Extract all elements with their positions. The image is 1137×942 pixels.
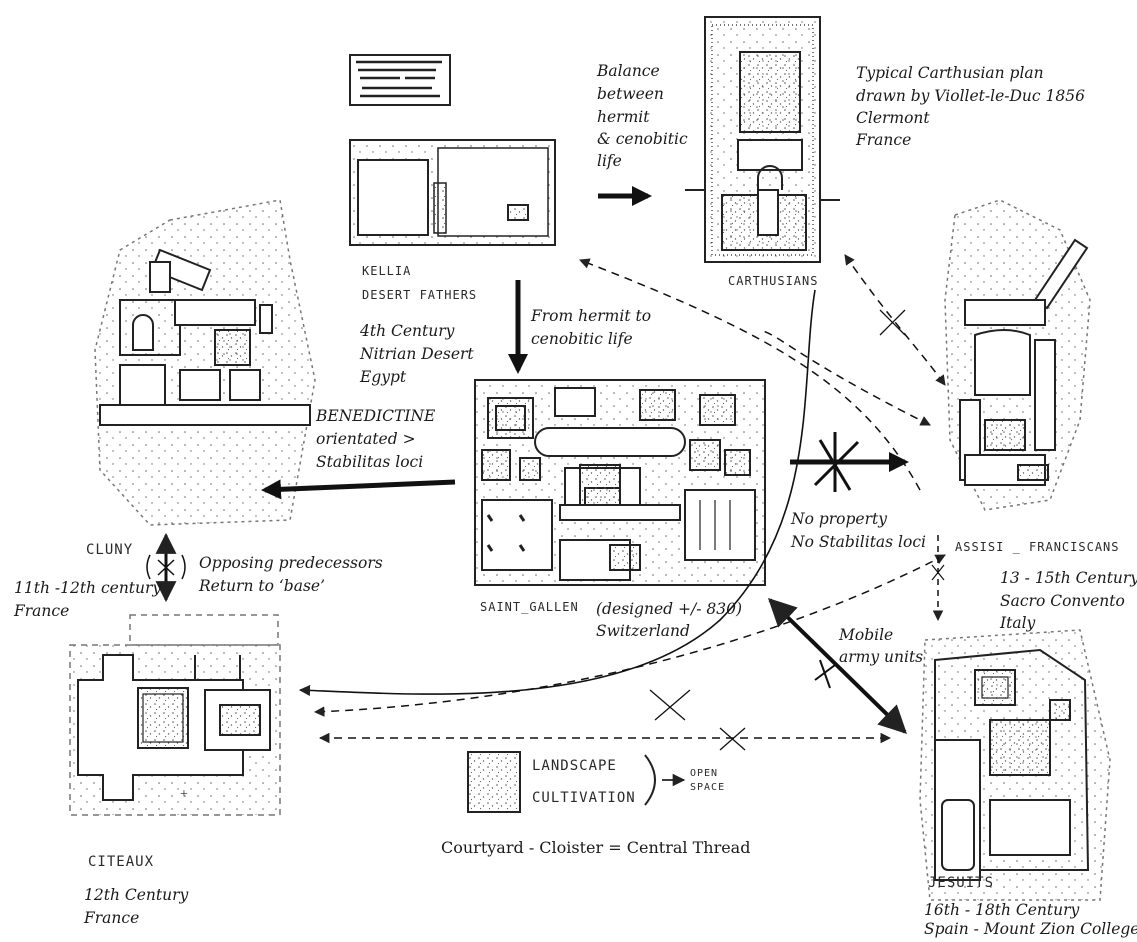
saint-gallen-plan: [475, 380, 765, 585]
kellia-caption-line-2: Nitrian Desert: [360, 343, 474, 365]
opposing-line-2: Return to ‘base’: [199, 575, 325, 597]
open-space-line-1: OPEN: [690, 768, 718, 779]
svg-text:+: +: [180, 787, 188, 802]
cluny-plan: [95, 200, 315, 525]
assisi-caption-line-1: 13 - 15th Century: [1000, 567, 1137, 589]
hermit-to-cenobitic-line-1: From hermit to: [531, 305, 651, 327]
kellia-caption-line-1: 4th Century: [360, 320, 454, 342]
balance-line-4: & cenobitic: [597, 128, 688, 150]
carthusian-caption-line-4: France: [856, 129, 911, 151]
central-thread-caption: Courtyard - Cloister = Central Thread: [441, 838, 750, 857]
citeaux-handwritten-label: CITEAUX: [88, 854, 154, 870]
assisi-caption-line-3: Italy: [1000, 612, 1035, 634]
saint-gallen-caption-line-1: (designed +/- 830): [596, 598, 742, 620]
benedictine-line-1: BENEDICTINE: [316, 405, 435, 427]
citeaux-plan: +: [70, 615, 280, 815]
no-property-line-1: No property: [791, 508, 887, 530]
jesuits-handwritten-label: JESUITS: [928, 875, 994, 891]
jesuits-caption-line-2: Spain - Mount Zion College: [924, 918, 1137, 940]
assisi-handwritten-label: ASSISI _ FRANCISCANS: [955, 540, 1120, 554]
saint-gallen-caption-line-2: Switzerland: [596, 620, 690, 642]
balance-line-1: Balance: [597, 60, 660, 82]
legend-handwritten-line-2: CULTIVATION: [532, 790, 636, 806]
assisi-caption-line-2: Sacro Convento: [1000, 590, 1125, 612]
kellia-handwritten-label-2: DESERT FATHERS: [362, 288, 477, 302]
carthusian-caption-line-1: Typical Carthusian plan: [856, 62, 1044, 84]
carthusian-caption-line-3: Clermont: [856, 107, 930, 129]
balance-line-5: life: [597, 150, 622, 172]
cluny-handwritten-label: CLUNY: [86, 542, 133, 558]
cluny-caption-line-1: 11th -12th century: [14, 577, 161, 599]
jesuits-plan: [920, 630, 1110, 900]
kellia-plan: [350, 55, 555, 245]
cluny-caption-line-2: France: [14, 600, 69, 622]
kellia-handwritten-label-1: KELLIA: [362, 264, 411, 278]
benedictine-line-2: orientated >: [316, 428, 416, 450]
assisi-plan: [945, 200, 1090, 510]
hermit-to-cenobitic-line-2: cenobitic life: [531, 328, 633, 350]
saint-gallen-handwritten-label: SAINT_GALLEN: [480, 600, 579, 614]
carthusian-caption-line-2: drawn by Viollet-le-Duc 1856: [856, 85, 1085, 107]
citeaux-caption-line-2: France: [84, 907, 139, 929]
mobile-line-2: army units: [839, 646, 923, 668]
citeaux-caption-line-1: 12th Century: [84, 884, 188, 906]
carthusian-handwritten-label: CARTHUSIANS: [728, 274, 818, 288]
balance-line-3: hermit: [597, 106, 649, 128]
no-property-line-2: No Stabilitas loci: [791, 531, 926, 553]
balance-line-2: between: [597, 83, 664, 105]
carthusian-plan: [685, 17, 840, 262]
mobile-line-1: Mobile: [839, 624, 893, 646]
kellia-caption-line-3: Egypt: [360, 366, 406, 388]
benedictine-line-3: Stabilitas loci: [316, 451, 423, 473]
legend-handwritten-line-1: LANDSCAPE: [532, 758, 617, 774]
open-space-line-2: SPACE: [690, 782, 725, 793]
opposing-line-1: Opposing predecessors: [199, 552, 383, 574]
